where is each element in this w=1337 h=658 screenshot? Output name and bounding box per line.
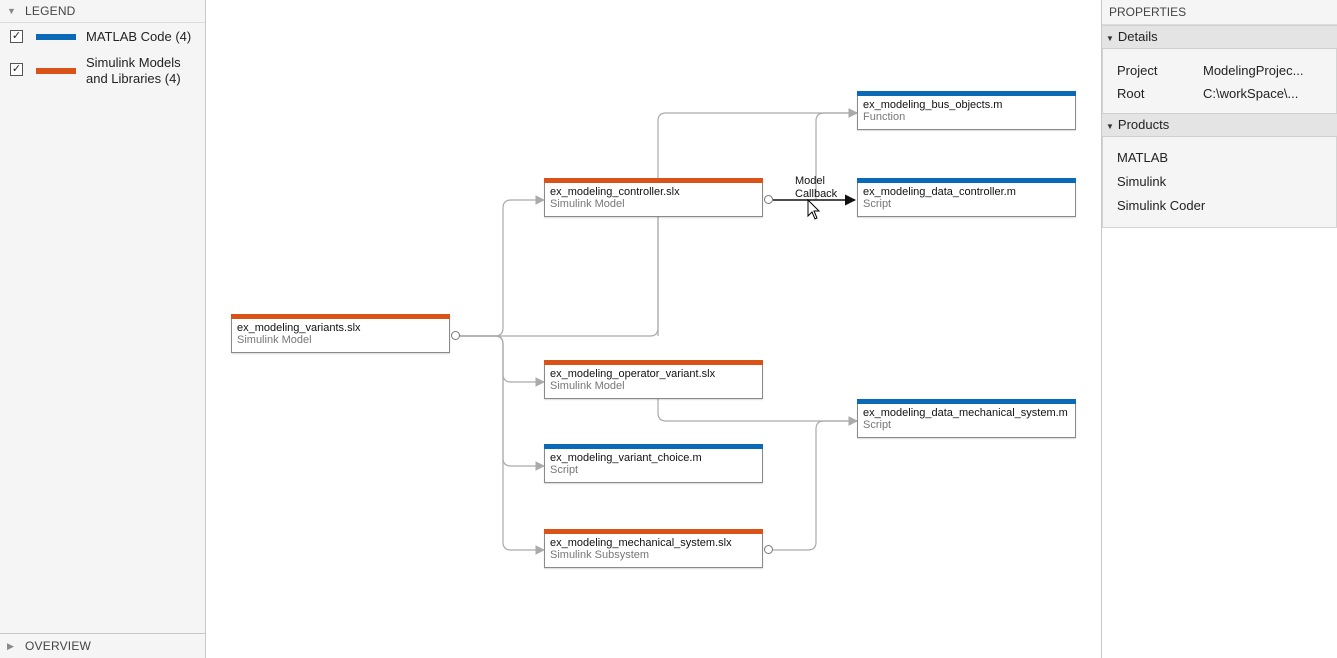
- node-name: ex_modeling_data_mechanical_system.m: [863, 407, 1068, 419]
- collapse-triangle-icon[interactable]: ▼: [1106, 34, 1114, 43]
- edge-operator-datamech: [657, 398, 858, 426]
- node-type: Simulink Model: [550, 380, 625, 392]
- products-group-body: MATLAB Simulink Simulink Coder: [1102, 137, 1337, 228]
- legend-header[interactable]: ▼ LEGEND: [0, 0, 205, 23]
- node-mechanical-port[interactable]: [764, 545, 773, 554]
- edge-controller-busobjects: [815, 108, 858, 200]
- edge-variants-controller: [460, 195, 545, 337]
- edge-variants-mechanical: [460, 335, 545, 555]
- product-item-simulink: Simulink: [1117, 174, 1167, 189]
- node-name: ex_modeling_mechanical_system.slx: [550, 537, 732, 549]
- product-item-matlab: MATLAB: [1117, 150, 1169, 165]
- node-color-bar: [544, 178, 763, 183]
- details-header-label: Details: [1117, 29, 1158, 44]
- node-color-bar: [544, 444, 763, 449]
- node-mechanical-system[interactable]: ex_modeling_mechanical_system.slx Simuli…: [544, 529, 763, 568]
- edge-label-line2: Callback: [795, 188, 838, 200]
- products-header-label: Products: [1117, 117, 1170, 132]
- dependency-graph-canvas[interactable]: ex_modeling_variants.slx Simulink Model …: [207, 0, 1100, 658]
- edge-variants-operator: [460, 335, 545, 387]
- property-value[interactable]: ModelingProjec...: [1203, 63, 1304, 78]
- collapse-triangle-icon[interactable]: ▼: [7, 6, 17, 16]
- node-color-bar: [231, 314, 450, 319]
- node-name: ex_modeling_data_controller.m: [863, 186, 1016, 198]
- node-controller[interactable]: ex_modeling_controller.slx Simulink Mode…: [544, 178, 763, 217]
- property-value[interactable]: C:\workSpace\...: [1203, 86, 1299, 101]
- node-data-controller[interactable]: ex_modeling_data_controller.m Script: [857, 178, 1076, 217]
- legend-title: LEGEND: [25, 4, 76, 18]
- property-row-root: Root C:\workSpace\...: [1103, 82, 1336, 105]
- node-color-bar: [857, 178, 1076, 183]
- property-key: Root: [1117, 86, 1145, 101]
- checkbox-matlab[interactable]: ✓: [10, 30, 23, 43]
- products-group-header[interactable]: ▼Products: [1102, 113, 1337, 137]
- properties-panel: PROPERTIES ▼Details Project ModelingProj…: [1101, 0, 1337, 658]
- node-type: Simulink Model: [237, 334, 312, 346]
- node-variants-port[interactable]: [451, 331, 460, 340]
- details-group-body: Project ModelingProjec... Root C:\workSp…: [1102, 49, 1337, 113]
- node-type: Simulink Subsystem: [550, 549, 650, 561]
- node-type: Script: [550, 464, 579, 476]
- product-item-simulink-coder: Simulink Coder: [1117, 198, 1206, 213]
- node-name: ex_modeling_bus_objects.m: [863, 99, 1003, 111]
- checkbox-simulink[interactable]: ✓: [10, 63, 23, 76]
- legend-panel: ▼ LEGEND ✓ MATLAB Code (4) ✓ Simulink Mo…: [0, 0, 206, 658]
- property-row-project: Project ModelingProjec...: [1103, 59, 1336, 82]
- node-color-bar: [544, 529, 763, 534]
- node-color-bar: [544, 360, 763, 365]
- edge-label-line1: Model: [795, 175, 825, 187]
- mouse-pointer-icon: [807, 199, 821, 220]
- node-type: Script: [863, 419, 892, 431]
- legend-label-simulink: Simulink Models and Libraries (4): [86, 55, 181, 86]
- collapse-triangle-icon[interactable]: ▼: [1106, 122, 1114, 131]
- node-type: Simulink Model: [550, 198, 625, 210]
- edge-label-model-callback: Model Callback: [795, 175, 837, 201]
- overview-title: OVERVIEW: [25, 639, 92, 653]
- node-bus-objects[interactable]: ex_modeling_bus_objects.m Function: [857, 91, 1076, 130]
- node-operator-variant[interactable]: ex_modeling_operator_variant.slx Simulin…: [544, 360, 763, 399]
- node-name: ex_modeling_variant_choice.m: [550, 452, 702, 464]
- edge-variants-choice: [460, 335, 545, 471]
- expand-triangle-icon[interactable]: ▶: [7, 640, 15, 651]
- matlab-swatch: [36, 34, 76, 40]
- node-type: Function: [863, 111, 906, 123]
- node-name: ex_modeling_controller.slx: [550, 186, 680, 198]
- node-name: ex_modeling_operator_variant.slx: [550, 368, 716, 380]
- legend-label-matlab: MATLAB Code (4): [86, 29, 192, 44]
- details-group-header[interactable]: ▼Details: [1102, 25, 1337, 49]
- node-variants[interactable]: ex_modeling_variants.slx Simulink Model: [231, 314, 450, 353]
- edge-mechanical-datamech: [773, 416, 858, 551]
- graph-edges: [460, 108, 858, 555]
- node-data-mechanical-system[interactable]: ex_modeling_data_mechanical_system.m Scr…: [857, 399, 1076, 438]
- node-variant-choice[interactable]: ex_modeling_variant_choice.m Script: [544, 444, 763, 483]
- node-type: Script: [863, 198, 892, 210]
- node-controller-port[interactable]: [764, 195, 773, 204]
- properties-title: PROPERTIES: [1102, 0, 1337, 25]
- node-name: ex_modeling_variants.slx: [237, 322, 361, 334]
- overview-header[interactable]: ▶ OVERVIEW: [0, 633, 205, 658]
- node-color-bar: [857, 91, 1076, 96]
- property-key: Project: [1117, 63, 1158, 78]
- node-color-bar: [857, 399, 1076, 404]
- simulink-swatch: [36, 68, 76, 74]
